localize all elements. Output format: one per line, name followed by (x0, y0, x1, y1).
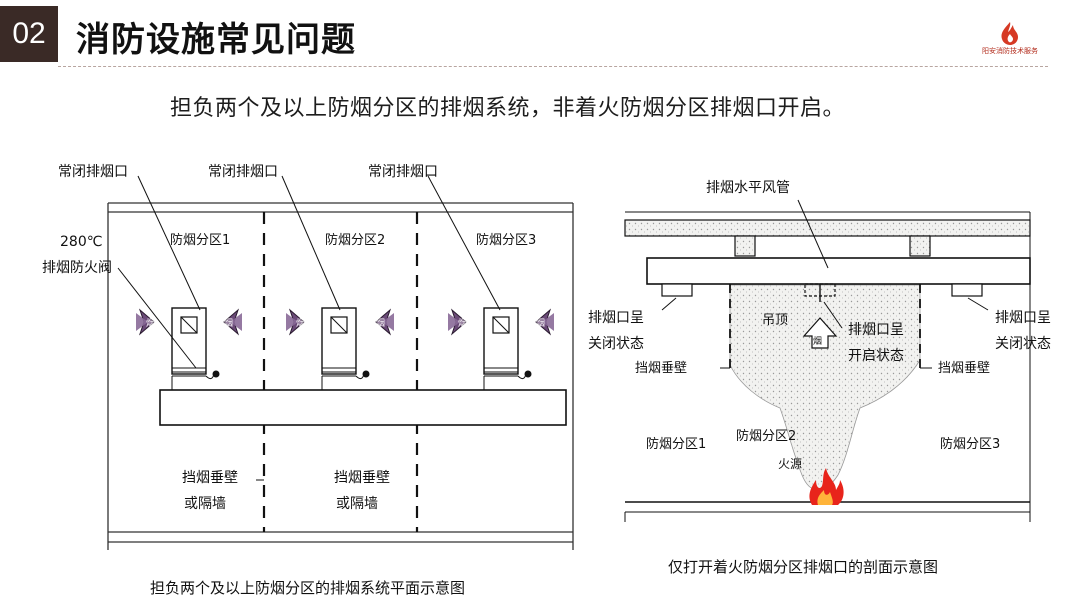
logo-text: 阳安消防技术服务 (982, 47, 1038, 55)
section-number: 02 (0, 6, 58, 62)
barrier-label-right: 挡烟垂壁 (938, 361, 990, 376)
flame-logo-icon (1001, 22, 1018, 45)
plan-diagram-caption: 担负两个及以上防烟分区的排烟系统平面示意图 (150, 579, 466, 597)
barrier-label-1-line1: 挡烟垂壁 (182, 470, 238, 486)
smoke-arrow-icon: 烟 (535, 309, 555, 335)
beam-right (909, 235, 931, 257)
fire-source-label: 火源 (778, 457, 802, 471)
subtitle: 担负两个及以上防烟分区的排烟系统，非着火防烟分区排烟口开启。 (170, 96, 846, 121)
section-diagram: 烟 排烟水平风管 排烟口呈 关闭状态 排烟口呈 关闭状态 排烟口呈 开启状态 吊… (588, 180, 1051, 522)
company-logo: 阳安消防技术服务 (982, 20, 1038, 58)
smoke-outlet-2 (321, 307, 370, 390)
concrete-slab (624, 219, 1031, 237)
closed-outlet-right (951, 283, 983, 297)
page-title: 消防设施常见问题 (76, 20, 356, 60)
plan-zone-3-label: 防烟分区3 (476, 232, 536, 248)
smoke-arrow-icon: 烟 (447, 309, 467, 335)
outlet-closed-left-line1: 排烟口呈 (588, 310, 644, 326)
header-divider (58, 66, 1048, 67)
smoke-arrow-icon: 烟 (223, 309, 243, 335)
outlet-open-line2: 开启状态 (848, 348, 904, 364)
outlet-label-1: 常闭排烟口 (58, 164, 128, 180)
barrier-label-1-line2: 或隔墙 (184, 496, 226, 512)
barrier-label-2-line2: 或隔墙 (336, 496, 378, 512)
svg-text:烟: 烟 (146, 317, 155, 329)
smoke-outlet-1 (171, 307, 220, 390)
svg-text:烟: 烟 (224, 317, 233, 329)
damper-label-line2: 排烟防火阀 (42, 260, 112, 276)
outlet-closed-left-line2: 关闭状态 (588, 336, 644, 352)
section-diagram-caption: 仅打开着火防烟分区排烟口的剖面示意图 (668, 558, 939, 576)
barrier-label-left: 挡烟垂壁 (635, 361, 687, 376)
beam-left (734, 235, 756, 257)
svg-text:烟: 烟 (536, 317, 545, 329)
plan-zone-1-label: 防烟分区1 (170, 232, 230, 248)
outlet-closed-right-line2: 关闭状态 (995, 336, 1051, 352)
ceiling-label: 吊顶 (762, 313, 788, 328)
smoke-up-arrow-icon: 烟 (802, 317, 838, 349)
outlet-open-line1: 排烟口呈 (848, 322, 904, 338)
outlet-label-2: 常闭排烟口 (208, 164, 278, 180)
section-zone-3-label: 防烟分区3 (940, 436, 1000, 452)
plan-zone-2-label: 防烟分区2 (325, 232, 385, 248)
smoke-outlet-3 (483, 307, 532, 390)
svg-text:烟: 烟 (458, 317, 467, 329)
damper-label-line1: 280℃ (60, 234, 102, 250)
svg-text:烟: 烟 (296, 317, 305, 329)
smoke-arrow-icon: 烟 (375, 309, 395, 335)
horizontal-smoke-duct-section (646, 257, 1031, 285)
closed-outlet-left (661, 283, 693, 297)
barrier-label-2-line1: 挡烟垂壁 (334, 470, 390, 486)
svg-text:烟: 烟 (376, 317, 385, 329)
plan-diagram: 烟 烟 烟 烟 烟 烟 常闭排烟口 常闭排烟口 常闭排烟口 280℃ 排烟防火阀… (42, 164, 574, 550)
outlet-closed-right-line1: 排烟口呈 (995, 310, 1051, 326)
fire-icon (809, 468, 844, 505)
section-zone-1-label: 防烟分区1 (646, 436, 706, 452)
section-zone-2-label: 防烟分区2 (736, 428, 796, 444)
svg-text:烟: 烟 (813, 335, 822, 347)
smoke-arrow-icon: 烟 (285, 309, 305, 335)
smoke-arrow-icon: 烟 (135, 309, 155, 335)
horizontal-smoke-duct (159, 389, 567, 426)
outlet-label-3: 常闭排烟口 (368, 164, 438, 180)
duct-label: 排烟水平风管 (706, 180, 790, 196)
smoke-plume (729, 284, 921, 491)
